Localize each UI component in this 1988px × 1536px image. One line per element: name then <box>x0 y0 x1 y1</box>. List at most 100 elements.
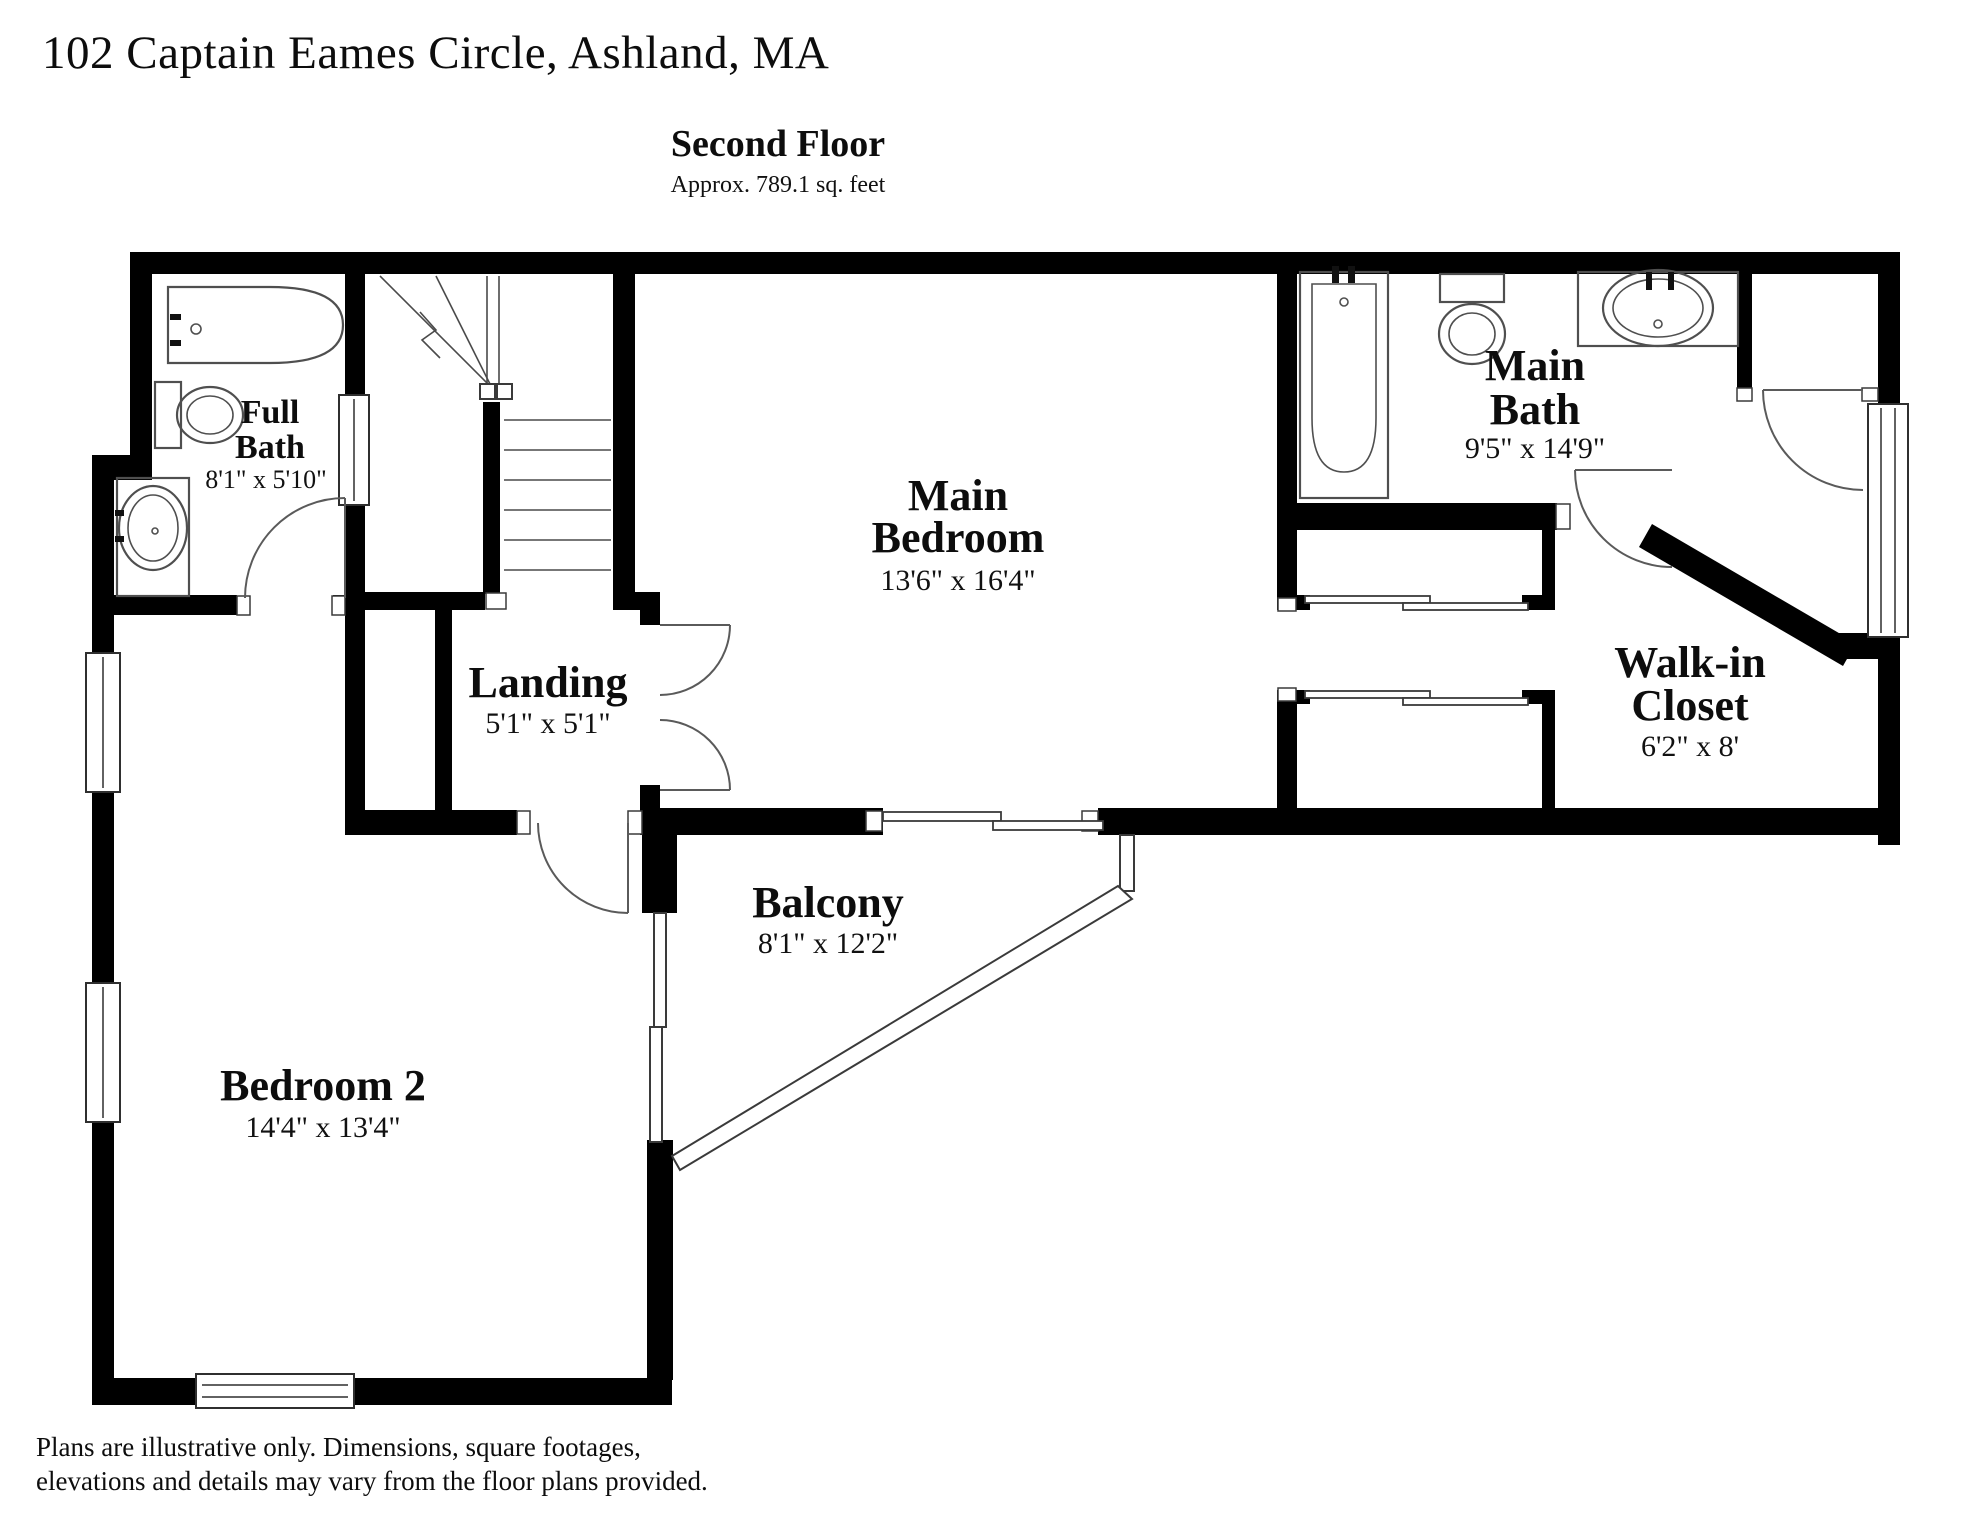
room-label-full-bath: Full <box>241 394 300 431</box>
wall-segment <box>1878 633 1900 845</box>
staircase <box>379 275 611 610</box>
sliding-doors <box>865 595 1529 832</box>
wall-segment <box>1737 274 1752 388</box>
wall-segment <box>640 808 883 835</box>
balcony-screen <box>649 1026 663 1143</box>
balcony-screen <box>653 912 667 1028</box>
room-label-walk-in-closet: Closet <box>1631 681 1749 730</box>
faucet-handle <box>115 536 124 542</box>
bathtub <box>166 285 345 365</box>
bathtub-inner <box>1311 283 1377 473</box>
wall-segment <box>435 592 452 812</box>
wall-segment <box>1277 503 1557 530</box>
sliding-door-panel <box>1402 602 1529 611</box>
sink-inner <box>127 494 179 562</box>
newel-post <box>479 383 496 400</box>
sink <box>1601 268 1715 348</box>
tub-drain <box>1339 297 1349 307</box>
main-bath-fixtures <box>1298 266 1740 500</box>
faucet-handle <box>1348 266 1355 283</box>
door-jamb <box>865 810 883 832</box>
faucet-handle <box>1332 266 1339 283</box>
sliding-door-panel <box>1304 690 1431 699</box>
wall-segment <box>647 1140 673 1380</box>
toilet-tank <box>1438 272 1506 304</box>
room-label-landing: Landing <box>469 658 628 707</box>
window <box>338 394 370 506</box>
wall-segment <box>1522 595 1555 610</box>
wall-segment <box>1878 252 1900 408</box>
wall-segment <box>348 1378 672 1405</box>
wall-segment <box>1542 704 1555 810</box>
room-dims-balcony: 8'1" x 12'2" <box>758 927 898 960</box>
wall-segment <box>483 402 500 594</box>
faucet-handle <box>1646 272 1652 290</box>
wall-segment <box>1098 808 1900 835</box>
bathtub <box>1298 270 1390 500</box>
room-dims-main-bedroom: 13'6" x 16'4" <box>880 564 1035 597</box>
sliding-door-panel <box>1402 697 1529 706</box>
sliding-door-panel <box>1304 595 1431 604</box>
wall-segment <box>642 808 677 913</box>
walls <box>92 252 1900 1405</box>
door-jamb <box>627 810 643 835</box>
sliding-door-panel <box>882 811 1002 822</box>
room-dims-main-bath: 9'5" x 14'9" <box>1465 432 1605 465</box>
wall-segment <box>130 252 1900 274</box>
window <box>195 1373 355 1409</box>
wall-segment <box>92 1378 202 1405</box>
door-jamb <box>1736 387 1753 402</box>
toilet-bowl <box>175 385 245 445</box>
wall-segment <box>345 252 365 395</box>
door-arc <box>659 719 731 791</box>
sink-drain <box>151 527 159 535</box>
door-arc <box>1762 389 1864 491</box>
room-labels: Full Bath 8'1" x 5'10" Main Bedroom 13'6… <box>205 341 1766 1144</box>
wall-segment <box>640 785 660 810</box>
wall-segment <box>1277 690 1297 810</box>
toilet-bowl-inner <box>186 395 234 435</box>
floor-title: Second Floor <box>670 123 886 165</box>
stair-break-line <box>419 311 441 359</box>
wall-segment <box>1277 530 1297 610</box>
door-jamb <box>1277 597 1297 612</box>
room-label-full-bath: Bath <box>235 429 305 466</box>
sink-drain <box>1653 319 1663 329</box>
window <box>1867 403 1909 638</box>
balcony-railings <box>649 834 1135 1172</box>
room-label-balcony: Balcony <box>752 878 904 927</box>
doors <box>236 387 1879 914</box>
disclaimer-line-1: Plans are illustrative only. Dimensions,… <box>36 1432 641 1462</box>
wall-segment <box>1277 274 1297 503</box>
room-label-walk-in-closet: Walk-in <box>1614 638 1766 687</box>
door-arc <box>537 822 629 914</box>
wall-segment <box>345 592 485 610</box>
room-label-main-bath: Main <box>1485 341 1585 390</box>
room-label-main-bedroom: Main <box>908 471 1008 520</box>
door-jamb <box>1555 503 1571 530</box>
stair-direction-line <box>379 275 489 385</box>
faucet-handle <box>1668 272 1674 290</box>
room-label-main-bath: Bath <box>1490 385 1580 434</box>
stair-direction-line <box>435 275 491 385</box>
wall-segment <box>92 790 114 985</box>
wall-segment <box>130 252 152 455</box>
newel-post <box>496 383 513 400</box>
wall-segment <box>345 810 517 835</box>
door-jamb <box>1277 687 1297 702</box>
door-jamb <box>516 810 531 835</box>
disclaimer-line-2: elevations and details may vary from the… <box>36 1466 708 1496</box>
sink <box>117 484 189 572</box>
sliding-door-panel <box>992 820 1104 831</box>
faucet-handle <box>170 314 181 320</box>
wall-segment <box>113 595 237 615</box>
wall-segment <box>345 592 365 812</box>
windows <box>85 394 1909 1409</box>
room-label-main-bedroom: Bedroom <box>872 513 1045 562</box>
diagonal-wall <box>1639 524 1856 666</box>
door-jamb <box>236 595 251 616</box>
toilet-bowl-inner <box>1448 312 1496 356</box>
wall-segment <box>92 1120 114 1380</box>
wall-segment <box>345 505 365 595</box>
